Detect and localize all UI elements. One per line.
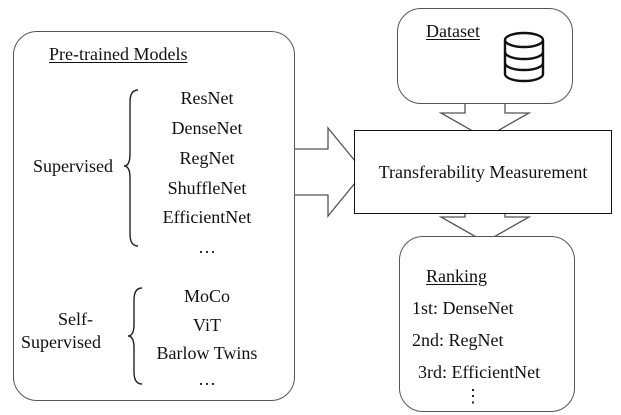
dataset-box	[397, 8, 573, 104]
model-densenet: DenseNet	[171, 118, 243, 138]
model-barlow-twins: Barlow Twins	[156, 343, 258, 363]
model-shufflenet: ShuffleNet	[167, 178, 247, 198]
pretrained-models-title: Pre-trained Models	[49, 44, 188, 64]
ranking-item-3: 3rd: EfficientNet	[418, 362, 541, 382]
model-efficientnet: EfficientNet	[162, 207, 252, 227]
supervised-ellipsis: …	[198, 237, 216, 257]
ranking-box	[399, 236, 575, 412]
supervised-label: Supervised	[33, 156, 113, 176]
database-icon	[503, 31, 545, 83]
supervised-brace	[123, 89, 139, 247]
self-supervised-ellipsis: …	[198, 369, 216, 389]
ranking-title: Ranking	[426, 266, 487, 286]
dataset-title: Dataset	[426, 21, 480, 41]
measurement-label: Transferability Measurement	[378, 162, 588, 182]
ranking-item-2: 2nd: RegNet	[412, 330, 504, 350]
self-supervised-brace	[127, 287, 143, 385]
model-regnet: RegNet	[179, 148, 235, 168]
arrow-models-to-measurement	[284, 126, 365, 218]
model-resnet: ResNet	[180, 88, 234, 108]
self-supervised-label-line1: Self-	[58, 309, 93, 329]
self-supervised-label-line2: Supervised	[21, 332, 101, 352]
pretrained-models-box	[13, 31, 295, 401]
model-moco: MoCo	[183, 286, 230, 306]
ranking-item-1: 1st: DenseNet	[412, 298, 514, 318]
ranking-ellipsis: ⋮	[464, 386, 482, 406]
model-vit: ViT	[193, 315, 221, 335]
measurement-box	[354, 130, 612, 214]
